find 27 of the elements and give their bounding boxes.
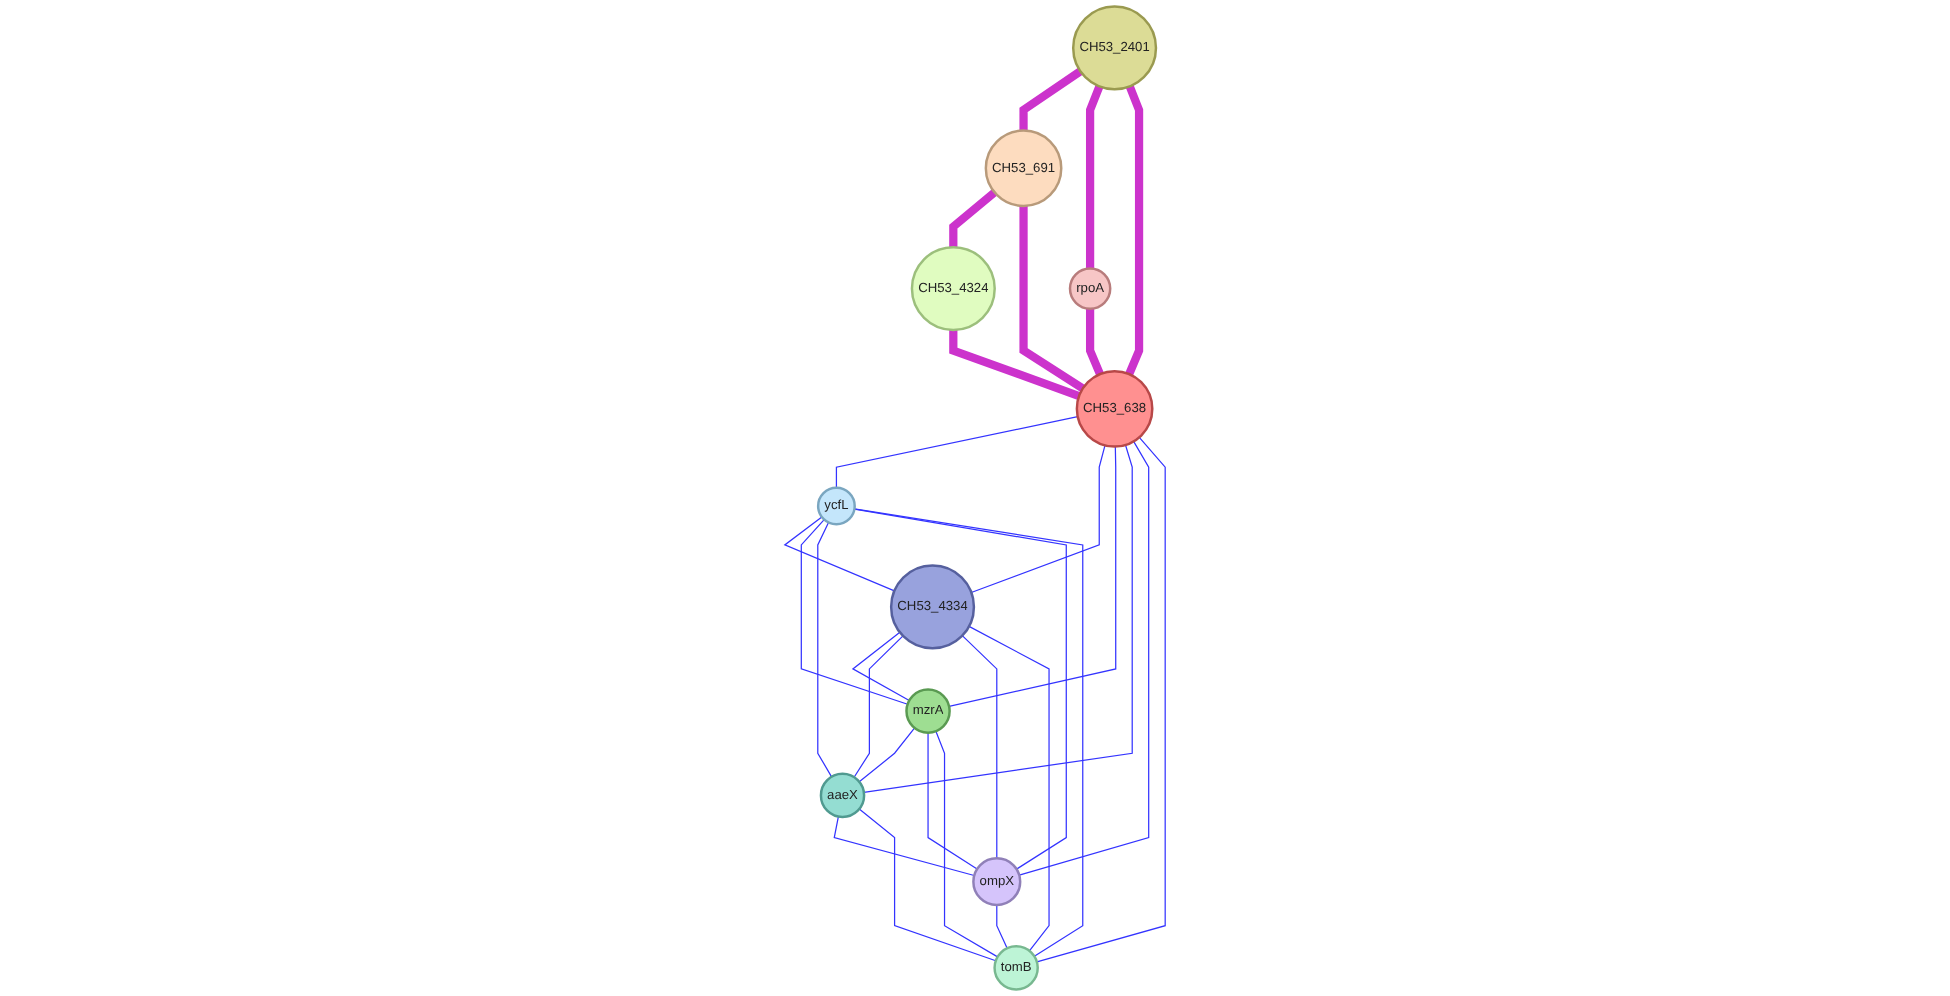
connector (927, 732, 978, 870)
connector (853, 635, 904, 778)
connector (1019, 206, 1086, 392)
connector (817, 521, 833, 778)
connector (1086, 308, 1104, 376)
connector (1086, 84, 1104, 269)
connector (1018, 440, 1150, 876)
connector (970, 444, 1106, 594)
connector (858, 727, 916, 783)
connector (949, 329, 1081, 400)
connector (935, 730, 999, 958)
connector (835, 416, 1079, 489)
connector (968, 625, 1050, 952)
connector (853, 508, 1084, 957)
connector (1019, 67, 1083, 131)
connector (949, 189, 998, 248)
connector (996, 904, 1008, 949)
connector (1036, 436, 1166, 963)
connector (961, 635, 998, 859)
connector (800, 519, 909, 705)
connector (863, 444, 1133, 793)
connector (858, 808, 997, 962)
connector (948, 445, 1117, 707)
connector (783, 516, 895, 592)
connector (833, 816, 975, 877)
connector (853, 508, 1067, 870)
connector (1125, 84, 1144, 376)
